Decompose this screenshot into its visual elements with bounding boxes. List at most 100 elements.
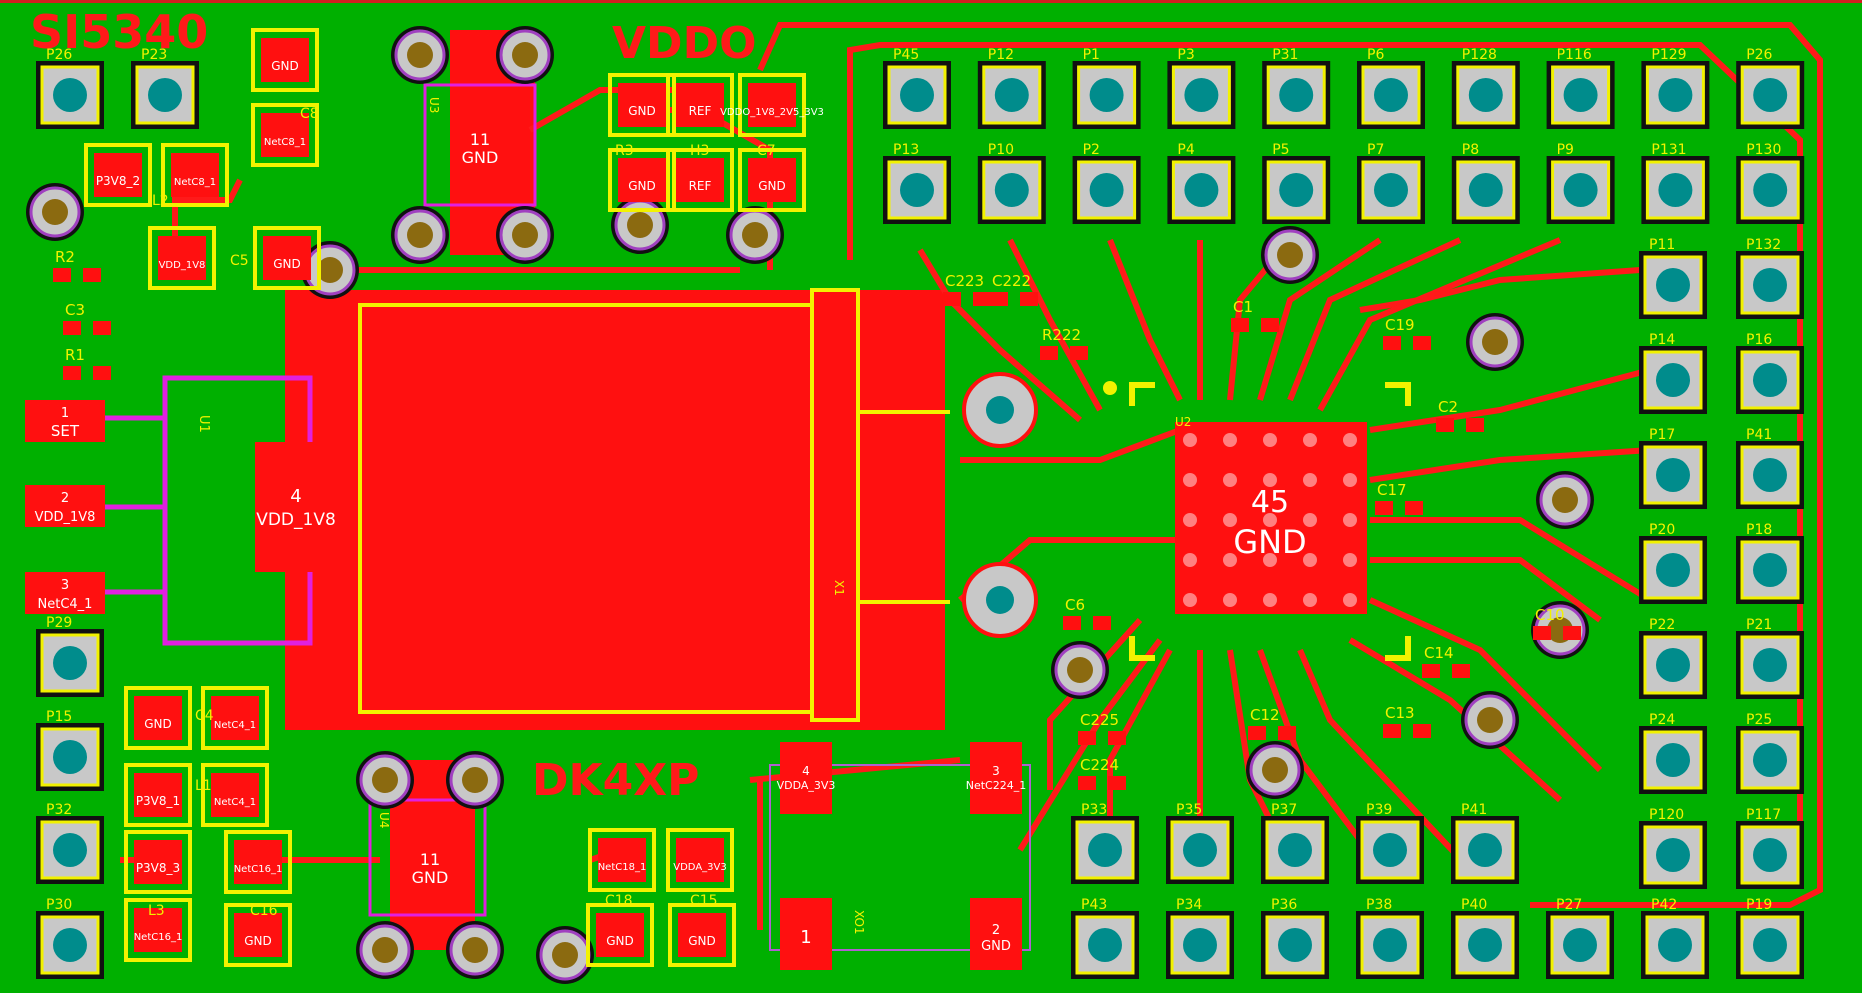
component-c14: C14 (1422, 644, 1470, 678)
u2-thermal-via (1223, 553, 1237, 567)
u2-thermal-via (1263, 513, 1277, 527)
header-label: P128 (1462, 47, 1497, 63)
pad-net-label: GND (144, 717, 172, 731)
header-label: P26 (1746, 47, 1772, 63)
header-p13: P13 (883, 142, 951, 224)
component-ref: L1 (195, 778, 212, 794)
pad-net-label: GND (688, 934, 716, 948)
header-label: P8 (1462, 142, 1479, 158)
u1-pad3-net: NetC4_1 (38, 597, 93, 612)
pad-net-label: GND (758, 179, 786, 193)
crystal-holes (858, 372, 1038, 638)
header-p12: P12 (977, 47, 1046, 129)
component-ref: C13 (1385, 704, 1415, 722)
xo1-pad3-num: 3 (992, 764, 1000, 778)
u4-outline (368, 798, 487, 917)
via (496, 26, 554, 84)
header-label: P11 (1649, 237, 1675, 253)
header-p22: P22 (1639, 617, 1707, 699)
header-p33: P33 (1071, 802, 1139, 884)
u2-thermal-via (1343, 473, 1357, 487)
u2-thermal-via (1223, 593, 1237, 607)
u3-outline (423, 83, 537, 207)
header-label: P32 (46, 802, 72, 818)
header-p116: P116 (1546, 47, 1615, 129)
header-p23: P23 (131, 47, 199, 129)
pad-net-label: NetC16_1 (234, 864, 283, 875)
component-ref: C14 (1424, 644, 1454, 662)
header-p129: P129 (1641, 47, 1710, 129)
header-label: P117 (1746, 807, 1781, 823)
pad-net-label: NetC18_1 (598, 862, 647, 873)
author-label: DK4XP (532, 755, 699, 806)
header-label: P41 (1746, 427, 1772, 443)
header-label: P10 (988, 142, 1014, 158)
xo1-pad3-net: NetC224_1 (966, 779, 1026, 792)
component-c222: C222 (990, 272, 1038, 306)
header-label: P116 (1557, 47, 1592, 63)
via (391, 206, 449, 264)
header-label: P132 (1746, 237, 1781, 253)
pad-net-label: NetC8_1 (174, 177, 216, 188)
header-label: P30 (46, 897, 72, 913)
via (356, 921, 414, 979)
pad-net-label: GND (628, 104, 656, 118)
component-c19: C19 (1383, 316, 1431, 350)
pad-net-label: GND (628, 179, 656, 193)
component-ref: C3 (65, 301, 85, 319)
header-label: P37 (1271, 802, 1297, 818)
u2-thermal-via (1183, 433, 1197, 447)
u2-thermal-via (1343, 553, 1357, 567)
header-p24: P24 (1639, 712, 1707, 794)
header-label: P26 (46, 47, 72, 63)
u2-thermal-via (1303, 593, 1317, 607)
component-c224: C224 (1078, 756, 1126, 790)
pad-net-label: GND (244, 934, 272, 948)
component-ref: R222 (1042, 326, 1081, 344)
header-label: P25 (1746, 712, 1772, 728)
header-label: P13 (893, 142, 919, 158)
component-c2: C2 (1436, 398, 1484, 432)
header-p30: P30 (36, 897, 104, 979)
header-label: P19 (1746, 897, 1772, 913)
component-ref: C19 (1385, 316, 1415, 334)
u1-pad2-num: 2 (61, 491, 69, 506)
component-ref: R3 (615, 143, 634, 159)
via (536, 926, 594, 984)
via (726, 206, 784, 264)
component-ref: H3 (690, 143, 709, 159)
u4-pad-num: 11 (420, 850, 440, 869)
header-label: P40 (1461, 897, 1487, 913)
header-label: P27 (1556, 897, 1582, 913)
u2-thermal-via (1223, 513, 1237, 527)
component-ref: C8 (300, 106, 319, 122)
header-label: P12 (988, 47, 1014, 63)
component-r222: R222 (1040, 326, 1088, 360)
header-label: P36 (1271, 897, 1297, 913)
pad-net-label: VDD_1V8 (159, 260, 206, 271)
header-label: P29 (46, 615, 72, 631)
pad-net-label: VDDA_3V3 (673, 862, 726, 873)
u1-pad4-net: VDD_1V8 (256, 510, 336, 530)
header-p38: P38 (1356, 897, 1424, 979)
header-label: P6 (1367, 47, 1384, 63)
u4-pad-net: GND (412, 868, 449, 887)
component-c3: C3 (63, 301, 111, 335)
component-c10: C10 (1533, 606, 1581, 640)
xo1-pads: 4 VDDA_3V3 3 NetC224_1 1 2 GND (777, 742, 1026, 970)
header-p45: P45 (883, 47, 951, 129)
component-ref: C6 (1065, 596, 1085, 614)
u2-thermal-via (1343, 433, 1357, 447)
header-p14: P14 (1639, 332, 1707, 414)
header-label: P4 (1177, 142, 1194, 158)
header-p41: P41 (1736, 427, 1804, 509)
u2-thermal-via (1183, 553, 1197, 567)
header-p3: P3 (1167, 47, 1236, 129)
header-p17: P17 (1639, 427, 1707, 509)
u2-thermal-via (1303, 473, 1317, 487)
via (1531, 601, 1589, 659)
